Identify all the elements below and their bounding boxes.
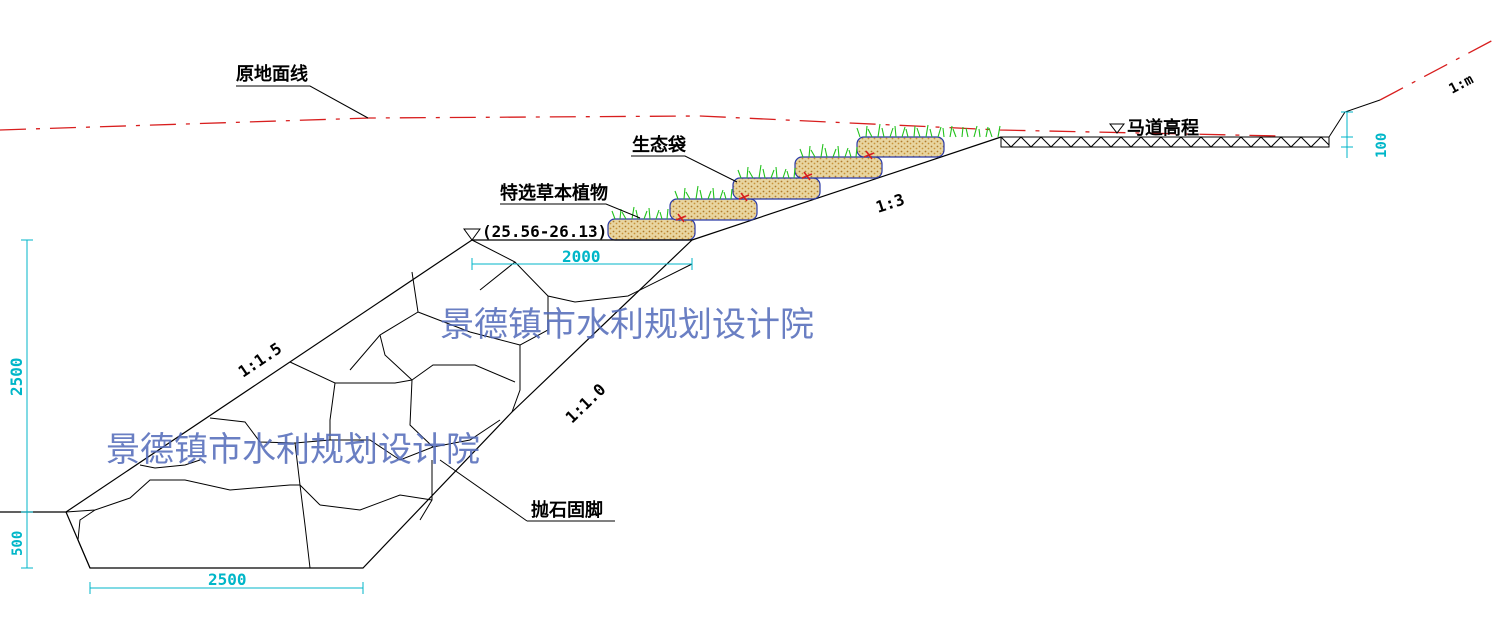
grass-vegetation: [611, 123, 1001, 220]
level-triangle-icon: [463, 228, 481, 241]
height-base-dim: 500: [10, 531, 26, 556]
grass-label: 特选草本植物: [500, 182, 608, 204]
eco-bags: [607, 136, 945, 241]
eco-bag-label: 生态袋: [632, 134, 687, 156]
level-triangle-icon: [1108, 123, 1126, 134]
rock-fill-pattern: [65, 239, 693, 569]
level-markers: [463, 123, 1126, 241]
bag-connectors: [675, 150, 875, 223]
top-width-dim: 2000: [562, 247, 601, 266]
slope-inner-label: 1:1.0: [562, 380, 610, 427]
berm-elevation-label: 马道高程: [1127, 117, 1199, 139]
dimension-lines: [21, 111, 1353, 594]
leader-lines: [236, 85, 738, 522]
bottom-width-dim: 2500: [208, 570, 247, 589]
watermark-text: 景德镇市水利规划设计院: [440, 305, 814, 345]
watermark-text: 景德镇市水利规划设计院: [106, 430, 480, 470]
toe-label: 抛石固脚: [531, 499, 603, 521]
original-ground-line: [0, 37, 1497, 137]
slope-upper-label: 1:3: [873, 190, 906, 217]
height-main-dim: 2500: [7, 357, 26, 396]
height-berm-dim: 100: [1374, 133, 1390, 158]
elevation-label: (25.56-26.13): [482, 222, 607, 241]
upper-slope-line: [691, 136, 1002, 241]
ground-line-label: 原地面线: [236, 63, 308, 85]
slope-outer-label: 1:1.5: [235, 339, 286, 382]
berm-strip: [1000, 99, 1381, 148]
eco-bag: [607, 218, 696, 241]
slope-far-label: 1:m: [1446, 72, 1476, 98]
